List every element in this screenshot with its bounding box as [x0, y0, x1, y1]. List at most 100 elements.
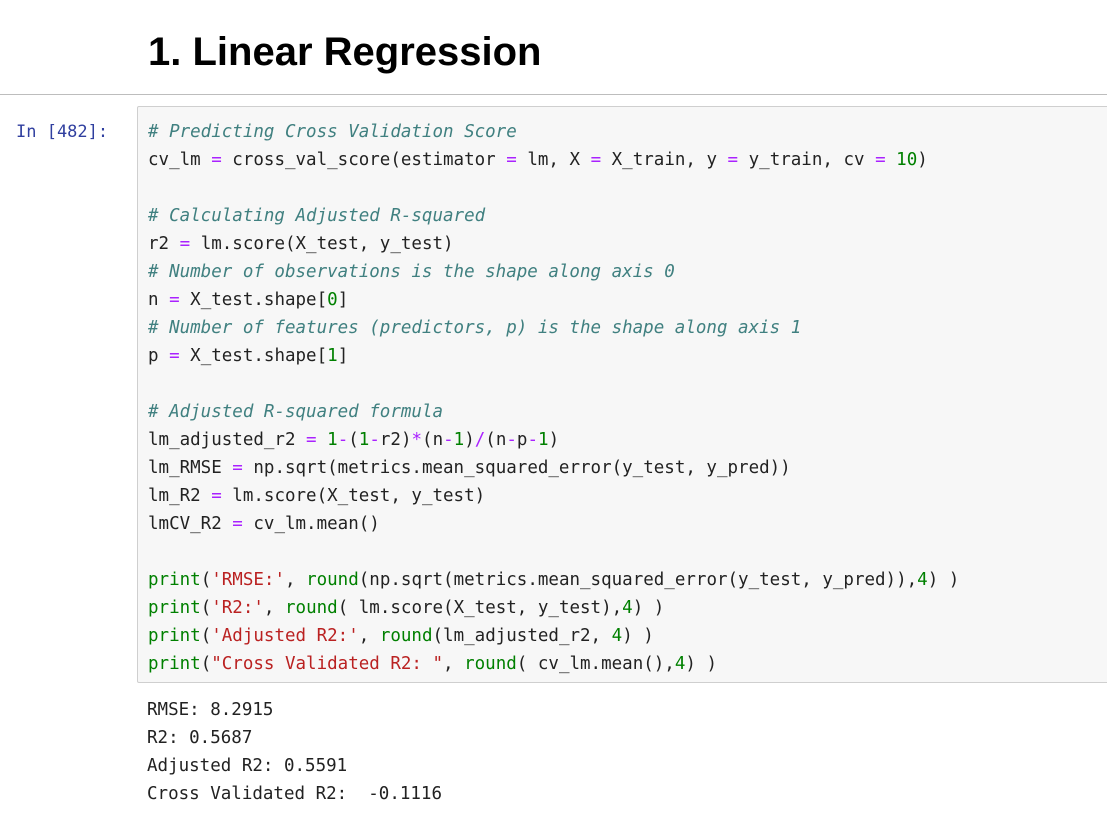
code-token: /	[474, 430, 486, 450]
code-token: ) )	[632, 598, 665, 618]
code-token: (n	[422, 430, 444, 450]
code-token: (	[200, 654, 212, 674]
code-line: lmCV_R2 = cv_lm.mean()	[148, 510, 959, 538]
code-token: X_train, y	[601, 150, 728, 170]
code-line: r2 = lm.score(X_test, y_test)	[148, 230, 959, 258]
code-token: lm.score(X_test, y_test)	[190, 234, 454, 254]
code-token: (	[200, 570, 212, 590]
code-token: =	[727, 150, 739, 170]
code-token: =	[211, 486, 222, 506]
output-line: Adjusted R2: 0.5591	[147, 756, 348, 776]
code-token: print	[148, 598, 201, 618]
code-token: ,	[358, 626, 380, 646]
code-token: 10	[896, 150, 918, 170]
code-token: (n	[485, 430, 507, 450]
code-token: =	[232, 514, 243, 534]
code-line: n = X_test.shape[0]	[148, 286, 959, 314]
code-token: =	[590, 150, 602, 170]
code-line: print('RMSE:', round(np.sqrt(metrics.mea…	[148, 566, 959, 594]
code-token: np.sqrt(metrics.mean_squared_error(y_tes…	[242, 458, 791, 478]
code-token: print	[148, 626, 201, 646]
code-token: 1	[538, 430, 549, 450]
code-token: p	[516, 430, 528, 450]
code-token: r2)	[379, 430, 412, 450]
code-cell-input[interactable]: # Predicting Cross Validation Score cv_lm…	[137, 106, 1107, 683]
code-token: 1	[327, 346, 338, 366]
code-token	[886, 150, 897, 170]
code-token: ]	[337, 290, 349, 310]
code-token: ) )	[685, 654, 717, 674]
code-token: -	[443, 430, 454, 450]
code-editor[interactable]: # Predicting Cross Validation Score cv_lm…	[148, 118, 959, 678]
output-line: R2: 0.5687	[147, 728, 253, 748]
code-token: print	[148, 570, 201, 590]
code-token: p	[148, 346, 170, 366]
code-line	[148, 538, 959, 566]
code-line: p = X_test.shape[1]	[148, 342, 959, 370]
code-token: 0	[327, 290, 338, 310]
code-token: y_train, cv	[738, 150, 876, 170]
code-token: 1	[453, 430, 465, 450]
code-token: ( cv_lm.mean(),	[516, 654, 675, 674]
code-token: -	[506, 430, 517, 450]
code-token: 4	[622, 598, 633, 618]
code-token: round	[464, 654, 517, 674]
code-token: X_test.shape[	[179, 290, 328, 310]
code-token: 'Adjusted R2:'	[211, 626, 359, 646]
code-line	[148, 174, 959, 202]
code-token: 4	[917, 570, 928, 590]
code-line: # Number of observations is the shape al…	[148, 258, 959, 286]
code-token: lm_adjusted_r2	[148, 430, 307, 450]
code-token: *	[411, 430, 423, 450]
code-token: lm, X	[516, 150, 591, 170]
code-token: )	[548, 430, 560, 450]
code-token: r2	[148, 234, 180, 254]
code-token: =	[232, 458, 243, 478]
code-token: (	[200, 626, 212, 646]
code-token: )	[464, 430, 475, 450]
code-token: # Number of features (predictors, p) is …	[148, 318, 802, 338]
code-token: ) )	[622, 626, 654, 646]
code-token: lmCV_R2	[148, 514, 233, 534]
code-token: (lm_adjusted_r2,	[432, 626, 612, 646]
code-token: -	[369, 430, 380, 450]
code-token: # Predicting Cross Validation Score	[148, 122, 517, 142]
code-token: =	[306, 430, 317, 450]
output-line: Cross Validated R2: -0.1116	[147, 784, 443, 804]
code-line: lm_adjusted_r2 = 1-(1-r2)*(n-1)/(n-p-1)	[148, 426, 959, 454]
code-token: 4	[611, 626, 623, 646]
code-token: (	[200, 598, 212, 618]
code-token: # Number of observations is the shape al…	[148, 262, 675, 282]
code-token: n	[148, 290, 170, 310]
code-token: round	[306, 570, 359, 590]
code-token: (np.sqrt(metrics.mean_squared_error(y_te…	[358, 570, 918, 590]
code-token: ]	[337, 346, 349, 366]
code-token: ,	[263, 598, 285, 618]
code-line: lm_RMSE = np.sqrt(metrics.mean_squared_e…	[148, 454, 959, 482]
code-token: "Cross Validated R2: "	[211, 654, 444, 674]
code-token: (	[348, 430, 359, 450]
code-token: =	[179, 234, 191, 254]
code-line: print('Adjusted R2:', round(lm_adjusted_…	[148, 622, 959, 650]
code-token: cv_lm	[148, 150, 212, 170]
code-token: )	[917, 150, 928, 170]
code-token: lm_R2	[148, 486, 212, 506]
code-line: print('R2:', round( lm.score(X_test, y_t…	[148, 594, 959, 622]
code-token: 'RMSE:'	[211, 570, 285, 590]
code-line	[148, 370, 959, 398]
code-token: 1	[327, 430, 338, 450]
code-token: -	[337, 430, 349, 450]
code-line: # Calculating Adjusted R-squared	[148, 202, 959, 230]
code-token: -	[527, 430, 539, 450]
code-line: print("Cross Validated R2: ", round( cv_…	[148, 650, 959, 678]
code-token: =	[506, 150, 517, 170]
code-line: cv_lm = cross_val_score(estimator = lm, …	[148, 146, 959, 174]
code-token: ( lm.score(X_test, y_test),	[337, 598, 623, 618]
code-token: round	[379, 626, 433, 646]
code-token: cross_val_score(estimator	[221, 150, 507, 170]
code-token: round	[285, 598, 338, 618]
code-token: =	[169, 290, 180, 310]
code-line: # Predicting Cross Validation Score	[148, 118, 959, 146]
input-prompt: In [482]:	[16, 122, 109, 142]
